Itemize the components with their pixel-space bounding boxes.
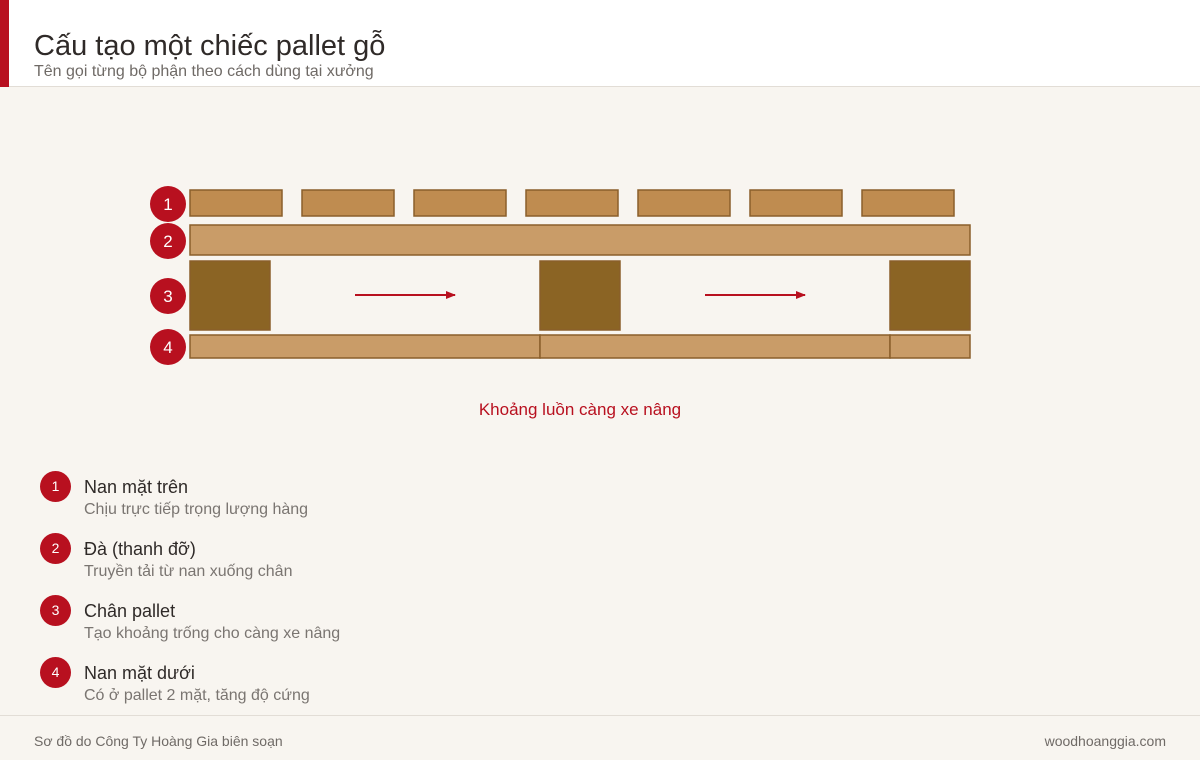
- legend-item-blocks: 3 Chân pallet Tạo khoảng trống cho càng …: [40, 595, 640, 651]
- pallet-block: [539, 260, 621, 331]
- top-deck-board: [861, 189, 955, 217]
- part-marker-number: 3: [163, 287, 172, 306]
- legend-badge: 3: [40, 595, 71, 626]
- top-deck-board: [637, 189, 731, 217]
- legend-item-description: Tạo khoảng trống cho càng xe nâng: [84, 625, 341, 642]
- top-deck-board: [413, 189, 507, 217]
- legend-item-bottom-deck-boards: 4 Nan mặt dưới Có ở pallet 2 mặt, tăng đ…: [40, 657, 640, 713]
- legend-item-top-deck-boards: 1 Nan mặt trên Chịu trực tiếp trọng lượn…: [40, 471, 640, 527]
- top-deck-board: [525, 189, 619, 217]
- page-header: Cấu tạo một chiếc pallet gỗ Tên gọi từng…: [0, 0, 1200, 87]
- legend-item-title: Nan mặt trên: [84, 477, 189, 497]
- legend-item-description: Chịu trực tiếp trọng lượng hàng: [84, 501, 309, 518]
- legend-item-title: Đà (thanh đỡ): [84, 539, 196, 559]
- page-title: Cấu tạo một chiếc pallet gỗ: [34, 30, 386, 62]
- pallet-block: [189, 260, 271, 331]
- part-marker: [150, 329, 186, 365]
- pallet-block: [889, 260, 971, 331]
- legend-item-title: Nan mặt dưới: [84, 663, 195, 683]
- legend-badge: 4: [40, 657, 71, 688]
- forklift-opening-label: Khoảng luồn càng xe nâng: [479, 400, 681, 419]
- legend-item-description: Có ở pallet 2 mặt, tăng độ cứng: [84, 687, 310, 704]
- legend-item-title: Chân pallet: [84, 601, 176, 621]
- part-marker: [150, 223, 186, 259]
- footer-website: woodhoanggia.com: [1044, 733, 1166, 749]
- bottom-deck-board: [539, 334, 891, 359]
- top-deck-board: [749, 189, 843, 217]
- footer-credit: Sơ đồ do Công Ty Hoàng Gia biên soạn: [34, 733, 283, 749]
- top-deck-board: [301, 189, 395, 217]
- stringer-beam: [189, 224, 971, 256]
- bottom-deck-board: [189, 334, 541, 359]
- bottom-deck-board: [889, 334, 971, 359]
- legend-badge: 2: [40, 533, 71, 564]
- part-marker: [150, 186, 186, 222]
- part-marker-number: 2: [163, 232, 172, 251]
- part-marker-number: 1: [163, 195, 172, 214]
- legend-item-description: Truyền tải từ nan xuống chân: [84, 563, 293, 580]
- legend-item-stringer: 2 Đà (thanh đỡ) Truyền tải từ nan xuống …: [40, 533, 640, 589]
- page-subtitle: Tên gọi từng bộ phận theo cách dùng tại …: [34, 63, 374, 80]
- part-marker-number: 4: [163, 338, 172, 357]
- top-deck-board: [189, 189, 283, 217]
- part-marker: [150, 278, 186, 314]
- header-accent-bar: [0, 0, 9, 87]
- legend-badge: 1: [40, 471, 71, 502]
- page-footer: Sơ đồ do Công Ty Hoàng Gia biên soạn woo…: [0, 715, 1200, 760]
